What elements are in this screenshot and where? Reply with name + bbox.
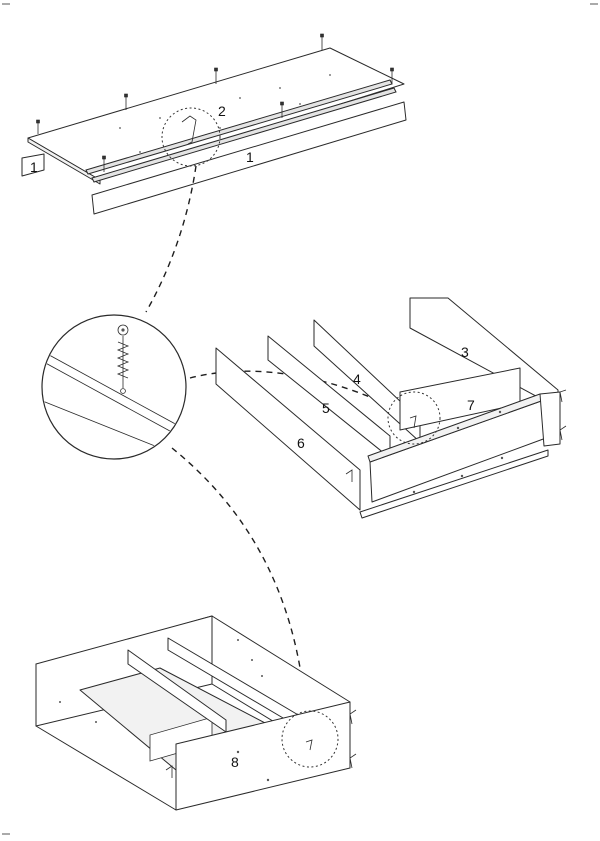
part-label-4: 4 — [353, 371, 361, 387]
detail-circle-step3 — [281, 710, 339, 768]
part-label-2: 2 — [218, 103, 226, 119]
part-label-3: 3 — [461, 344, 469, 360]
bolt-detail-icon — [116, 324, 130, 394]
panel-6 — [215, 347, 361, 511]
connector-zoom-to-step3 — [171, 447, 307, 717]
part-label-1a: 1 — [30, 159, 38, 175]
part-label-8: 8 — [231, 754, 239, 770]
part-label-7: 7 — [467, 397, 475, 413]
part-label-1b: 1 — [246, 149, 254, 165]
page-corner-marks — [2, 3, 598, 835]
zoom-detail — [41, 314, 187, 460]
rail-2 — [91, 87, 397, 183]
step-3-drawer-box — [35, 615, 357, 811]
step2-holes — [412, 410, 504, 494]
right-end-panel — [539, 391, 561, 447]
step-2-dividers — [215, 297, 567, 519]
corner-bracket-icon — [165, 709, 357, 778]
corner-bracket-icon — [345, 389, 567, 482]
detail-circle-step2 — [387, 391, 441, 445]
top-panel-holes — [119, 74, 331, 153]
bottom-strip — [359, 449, 549, 519]
top-panel-edge — [27, 137, 101, 185]
allen-key-icon — [181, 115, 197, 145]
screw-icon — [36, 33, 394, 172]
part-label-6: 6 — [297, 435, 305, 451]
front-strip — [91, 101, 407, 215]
connector-detail-to-zoom — [145, 165, 197, 313]
box-holes — [59, 639, 270, 782]
side-strip-left — [21, 153, 45, 177]
part-label-5: 5 — [322, 400, 330, 416]
detail-circle-step1 — [161, 107, 221, 167]
box-front-panel — [175, 701, 351, 811]
step-1-top-assembly — [21, 33, 407, 215]
